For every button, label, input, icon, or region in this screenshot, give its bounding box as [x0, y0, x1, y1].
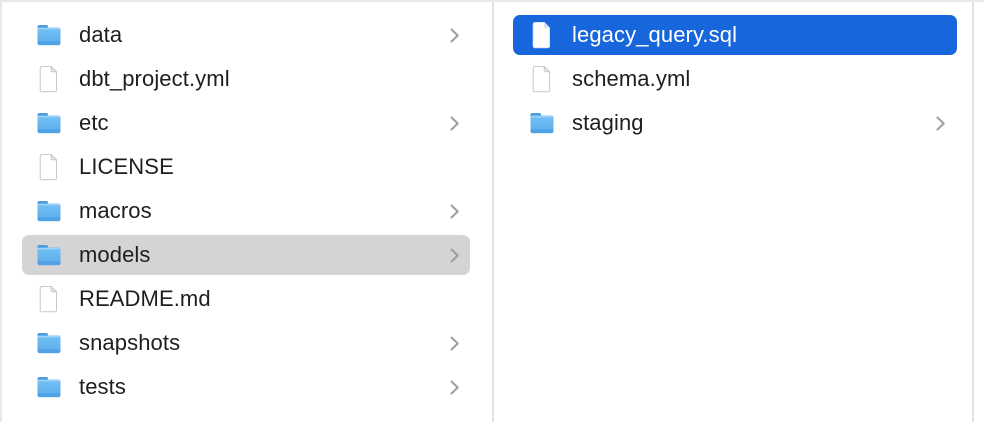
folder-row-models[interactable]: models: [2, 233, 492, 277]
folder-row-staging[interactable]: staging: [494, 101, 972, 145]
folder-row-tests[interactable]: tests: [2, 365, 492, 409]
chevron-right-icon: [449, 115, 460, 132]
file-row-readme-md[interactable]: README.md: [2, 277, 492, 321]
item-label: etc: [79, 110, 109, 135]
column-1: data dbt_project.yml etc LICENSE macros: [2, 2, 492, 422]
item-label: README.md: [79, 286, 211, 311]
item-label: models: [79, 242, 151, 267]
chevron-right-icon: [449, 203, 460, 220]
folder-icon: [528, 109, 556, 137]
folder-icon: [35, 21, 63, 49]
item-label: LICENSE: [79, 154, 174, 179]
folder-icon: [35, 329, 63, 357]
file-row-legacy-query-sql[interactable]: legacy_query.sql: [494, 13, 972, 57]
document-icon: [35, 153, 63, 181]
document-icon: [528, 21, 556, 49]
folder-icon: [35, 373, 63, 401]
chevron-right-icon: [449, 379, 460, 396]
chevron-right-icon: [449, 335, 460, 352]
folder-icon: [35, 109, 63, 137]
chevron-right-icon: [449, 247, 460, 264]
document-icon: [35, 285, 63, 313]
item-label: snapshots: [79, 330, 181, 355]
folder-row-etc[interactable]: etc: [2, 101, 492, 145]
document-icon: [35, 65, 63, 93]
item-label: schema.yml: [572, 66, 691, 91]
file-row-license[interactable]: LICENSE: [2, 145, 492, 189]
chevron-right-icon: [935, 115, 946, 132]
folder-icon: [35, 197, 63, 225]
folder-row-macros[interactable]: macros: [2, 189, 492, 233]
column-3-empty: [974, 2, 984, 422]
item-label: dbt_project.yml: [79, 66, 230, 91]
chevron-right-icon: [449, 27, 460, 44]
item-label: staging: [572, 110, 644, 135]
item-label: data: [79, 22, 123, 47]
column-divider[interactable]: [492, 2, 494, 422]
file-row-dbt-project-yml[interactable]: dbt_project.yml: [2, 57, 492, 101]
column-divider[interactable]: [972, 2, 974, 422]
item-label: macros: [79, 198, 152, 223]
item-label: tests: [79, 374, 126, 399]
document-icon: [528, 65, 556, 93]
column-2: legacy_query.sql schema.yml staging: [494, 2, 972, 422]
folder-icon: [35, 241, 63, 269]
item-label: legacy_query.sql: [572, 22, 738, 47]
file-row-schema-yml[interactable]: schema.yml: [494, 57, 972, 101]
folder-row-data[interactable]: data: [2, 13, 492, 57]
folder-row-snapshots[interactable]: snapshots: [2, 321, 492, 365]
